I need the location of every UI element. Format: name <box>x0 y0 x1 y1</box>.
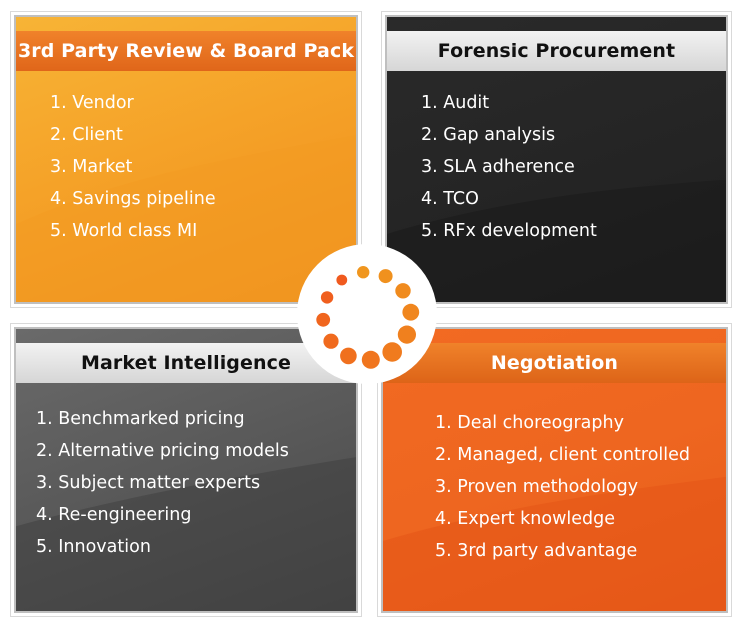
item-list: 1. Audit 2. Gap analysis 3. SLA adherenc… <box>421 87 597 247</box>
list-item: 4. Re-engineering <box>36 505 192 525</box>
quadrant-title: 3rd Party Review & Board Pack <box>16 31 356 71</box>
quadrant-third-party-review: 3rd Party Review & Board Pack 1. Vendor … <box>14 15 358 304</box>
ring-dot <box>382 342 402 362</box>
list-item: 3. SLA adherence <box>421 157 575 177</box>
spinner-dots-icon <box>316 266 420 369</box>
list-item: 2. Gap analysis <box>421 125 556 145</box>
list-item: 3. Subject matter experts <box>36 473 261 493</box>
list-item: 5. RFx development <box>421 221 597 241</box>
list-item: 5. 3rd party advantage <box>435 541 638 561</box>
background-wave <box>383 476 726 611</box>
ring-dot <box>316 312 331 327</box>
item-list: 1. Vendor 2. Client 3. Market 4. Savings… <box>50 87 216 247</box>
list-item: 4. Expert knowledge <box>435 509 616 529</box>
ring-dot <box>397 325 416 344</box>
list-item: 2. Managed, client controlled <box>435 445 691 465</box>
ring-dot <box>357 266 370 279</box>
background-wave <box>16 135 356 302</box>
background-wave <box>387 179 726 302</box>
list-item: 1. Audit <box>421 93 490 113</box>
item-list: 1. Benchmarked pricing 2. Alternative pr… <box>36 403 289 563</box>
quadrant-market-intelligence: Market Intelligence 1. Benchmarked prici… <box>14 327 358 613</box>
list-item: 5. Innovation <box>36 537 151 557</box>
quadrant-title: Forensic Procurement <box>387 31 726 71</box>
quadrant-negotiation: Negotiation 1. Deal choreography 2. Mana… <box>381 327 728 613</box>
list-item: 1. Benchmarked pricing <box>36 409 245 429</box>
item-list: 1. Deal choreography 2. Managed, client … <box>435 407 690 567</box>
list-item: 3. Market <box>50 157 133 177</box>
list-item: 1. Vendor <box>50 93 134 113</box>
ring-dot <box>340 347 357 365</box>
quadrant-title: Market Intelligence <box>16 343 356 383</box>
list-item: 5. World class MI <box>50 221 198 241</box>
ring-dot <box>320 291 334 304</box>
ring-dot <box>395 283 411 299</box>
ring-dot <box>361 350 380 369</box>
ring-dot <box>378 269 393 284</box>
list-item: 2. Alternative pricing models <box>36 441 289 461</box>
list-item: 2. Client <box>50 125 123 145</box>
ring-dot <box>323 333 339 349</box>
quadrant-title: Negotiation <box>383 343 726 383</box>
list-item: 1. Deal choreography <box>435 413 624 433</box>
center-cycle-hub <box>297 244 437 384</box>
list-item: 3. Proven methodology <box>435 477 639 497</box>
list-item: 4. Savings pipeline <box>50 189 216 209</box>
ring-dot <box>402 303 420 321</box>
list-item: 4. TCO <box>421 189 479 209</box>
background-wave <box>16 457 356 611</box>
quadrant-forensic-procurement: Forensic Procurement 1. Audit 2. Gap ana… <box>385 15 728 304</box>
ring-dot <box>336 274 348 286</box>
